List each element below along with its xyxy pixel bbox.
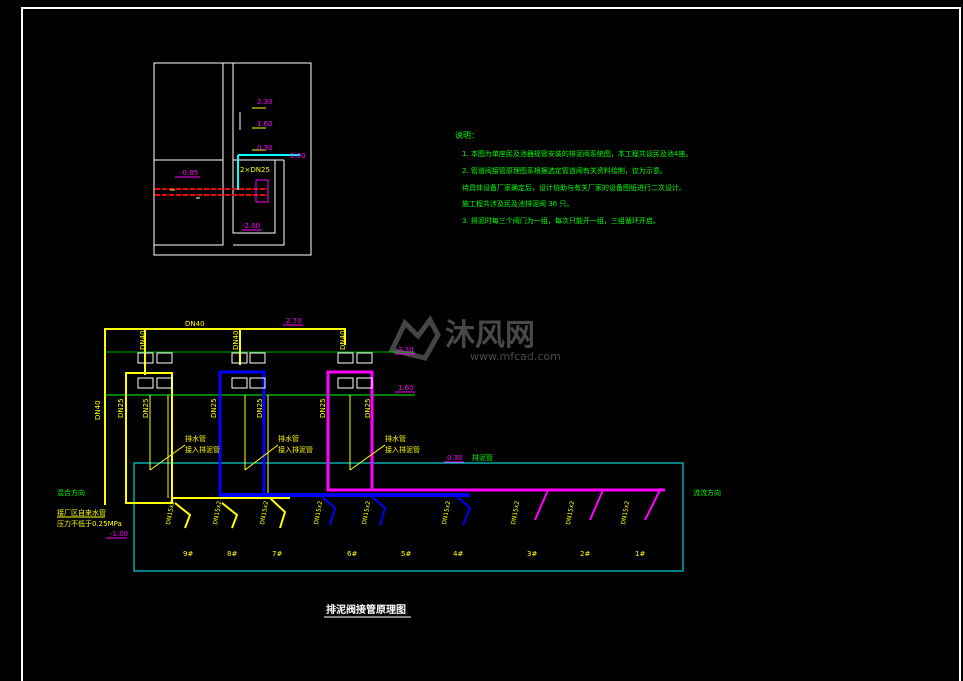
- note-line-4: 施工程共涉及民及池排泥阀 36 只。: [462, 199, 573, 208]
- drop-label-5: DN15x2: [361, 500, 372, 525]
- drawing-title: 排泥阀接管原理图: [326, 603, 406, 616]
- yellow-supply-pipe: [104, 328, 346, 505]
- note-line-3: 待具体设备厂家确定后，设计协助与有关厂家的设备图纸进行二次设计。: [462, 183, 686, 192]
- supply-label-2: 压力不低于0.25MPa: [57, 519, 122, 528]
- valve-number-8: 8#: [227, 550, 237, 558]
- valve-number-6: 6#: [347, 550, 357, 558]
- basin-outline: [133, 462, 684, 572]
- drain-label-1-top: 排水管: [185, 434, 206, 443]
- valve-pipe-label-3: DN40: [339, 330, 347, 350]
- drop-label-2: DN15x2: [212, 500, 223, 525]
- collector-label: 排泥管: [472, 453, 493, 462]
- section-view: 2.30 1.60 0.30 0.00 -0.85 -2.00 2×DN25: [153, 62, 312, 256]
- elevation-b: 1.60: [398, 384, 414, 392]
- valve-number-7: 7#: [272, 550, 282, 558]
- valve-number-2: 2#: [580, 550, 590, 558]
- section-elev-2: 1.60: [257, 120, 273, 128]
- branch-label-5: DN25: [319, 398, 327, 418]
- drop-label-7: DN15x2: [510, 500, 521, 525]
- valve-number-3: 3#: [527, 550, 537, 558]
- branch-label-3: DN25: [210, 398, 218, 418]
- drop-label-1: DN15x2: [165, 500, 176, 525]
- drop-label-4: DN15x2: [313, 500, 324, 525]
- left-flow-label: 混合方向: [57, 488, 85, 497]
- elevation-a: 2.30: [398, 346, 414, 354]
- top-pipe-label: DN40: [185, 320, 205, 328]
- branch-label-4: DN25: [256, 398, 264, 418]
- drawing-frame: [21, 7, 961, 681]
- branch-label-2: DN25: [142, 398, 150, 418]
- drain-label-3-top: 排水管: [385, 434, 406, 443]
- section-elev-4: 0.00: [290, 152, 306, 160]
- drop-label-8: DN15x2: [565, 500, 576, 525]
- drain-label-2-bottom: 接入排泥管: [278, 445, 313, 454]
- drop-label-3: DN15x2: [259, 500, 270, 525]
- watermark: 沐风网 www.mfcad.com: [388, 315, 561, 363]
- top-elevation: 2.70: [286, 317, 302, 325]
- notes-block: 说明： 1. 本图为单座民及池器规管安装的排泥阀系统图，本工程共设民及池4座。 …: [455, 130, 692, 225]
- supply-label-1: 接厂区自来水管: [57, 508, 106, 517]
- drain-label-3-bottom: 接入排泥管: [385, 445, 420, 454]
- drain-label-2-top: 排水管: [278, 434, 299, 443]
- valve-number-1: 1#: [635, 550, 645, 558]
- elevation-d: -1.00: [110, 530, 128, 538]
- drop-pipes: [174, 489, 662, 529]
- valve-cluster-middle: [231, 352, 266, 389]
- section-pipe-label: 2×DN25: [240, 166, 270, 174]
- watermark-url: www.mfcad.com: [470, 350, 561, 363]
- section-elev-1: 2.30: [257, 98, 273, 106]
- vertical-pipe-label: DN40: [94, 400, 102, 420]
- watermark-logo-icon: [388, 315, 441, 361]
- blue-loop: [218, 370, 266, 497]
- drop-label-9: DN15x2: [620, 500, 631, 525]
- valve-number-5: 5#: [401, 550, 411, 558]
- valve-number-9: 9#: [183, 550, 193, 558]
- section-elev-5: -0.85: [180, 169, 198, 177]
- elevation-c: 0.30: [447, 454, 463, 462]
- drop-label-6: DN15x2: [441, 500, 452, 525]
- section-elev-3: 0.30: [257, 144, 273, 152]
- watermark-brand: 沐风网: [445, 318, 535, 353]
- drain-label-1-bottom: 接入排泥管: [185, 445, 220, 454]
- notes-heading: 说明：: [455, 130, 479, 140]
- note-line-5: 3. 排泥时每三个阀门为一组，每次只能开一组，三组循环开启。: [462, 216, 660, 225]
- note-line-1: 1. 本图为单座民及池器规管安装的排泥阀系统图，本工程共设民及池4座。: [462, 149, 692, 158]
- branch-label-6: DN25: [364, 398, 372, 418]
- section-elev-6: -2.00: [242, 222, 260, 230]
- branch-label-1: DN25: [117, 398, 125, 418]
- valve-pipe-label-1: DN40: [139, 330, 147, 350]
- valve-pipe-label-2: DN40: [232, 330, 240, 350]
- valve-cluster-right: [337, 352, 373, 389]
- right-flow-label: 流流方向: [693, 488, 721, 497]
- valve-cluster-left: [137, 352, 173, 389]
- schematic: DN40 2.70 2.30 1.60 0.30 -1.00 DN40 DN40…: [57, 317, 721, 572]
- valve-number-4: 4#: [453, 550, 463, 558]
- note-line-2: 2. 管道阀接管原理图系根据选定管道阀有关资料绘制，仅为示意。: [462, 166, 667, 175]
- magenta-loop: [326, 370, 374, 492]
